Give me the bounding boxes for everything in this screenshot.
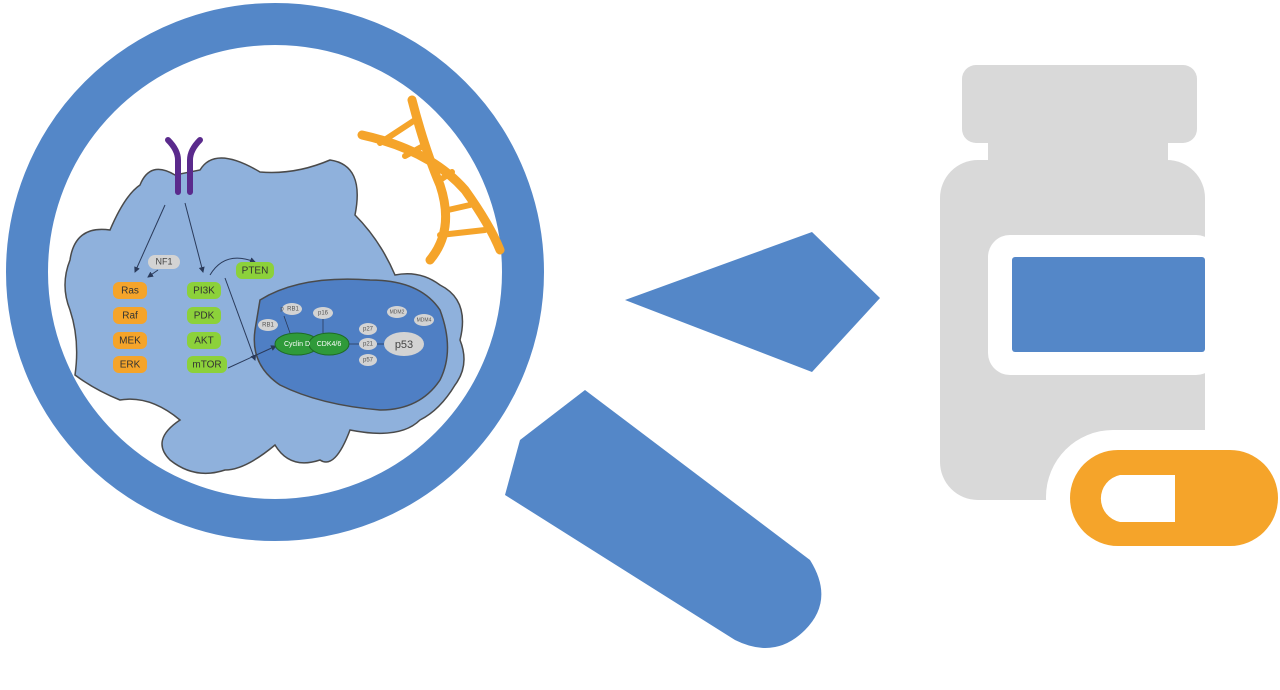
node-pten: PTEN (242, 266, 269, 277)
medicine-bottle-icon (940, 65, 1280, 565)
pi3k-pathway: PI3K PDK AKT mTOR PTEN (187, 262, 274, 373)
node-mdm2: MDM2 (390, 309, 405, 315)
node-cdk46: CDK4/6 (317, 341, 342, 348)
dna-icon (357, 95, 505, 265)
node-p: p (280, 307, 284, 313)
node-mtor: mTOR (192, 360, 221, 371)
node-raf: Raf (122, 311, 138, 322)
arrow-icon (625, 232, 880, 372)
receptor-icon (165, 137, 203, 195)
node-nf1: NF1 (155, 256, 172, 266)
node-pdk: PDK (194, 311, 215, 322)
mapk-pathway: NF1 Ras Raf MEK ERK (113, 255, 180, 373)
node-rb1: RB1 (262, 323, 274, 329)
node-cyclin-d: Cyclin D (284, 341, 310, 348)
node-p27: p27 (363, 327, 374, 333)
node-akt: AKT (194, 336, 213, 347)
node-p21: p21 (363, 342, 374, 348)
node-mek: MEK (119, 336, 141, 347)
cell (64, 157, 465, 475)
node-mdm4: MDM4 (417, 317, 432, 323)
node-erk: ERK (120, 360, 141, 371)
node-p57: p57 (363, 358, 374, 364)
node-p53: p53 (395, 339, 413, 351)
node-pi3k: PI3K (193, 286, 215, 297)
node-p16: p16 (318, 311, 329, 317)
node-rb1-phospho: RB1 (287, 307, 299, 313)
nucleus-nodes: RB1 p RB1 p16 p27 p21 p57 p53 MDM2 MDM4 … (258, 303, 434, 366)
node-ras: Ras (121, 286, 139, 297)
